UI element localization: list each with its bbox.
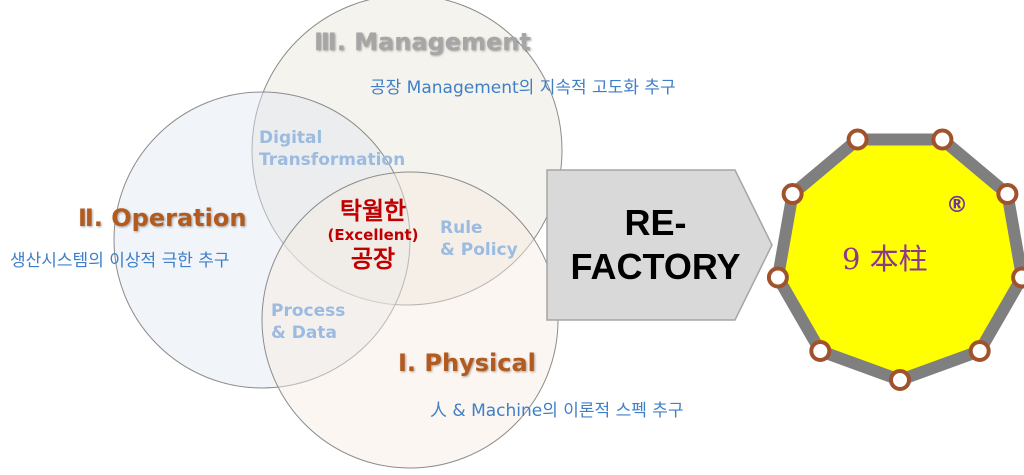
center-label: 탁월한 (Excellent) 공장 xyxy=(318,196,428,274)
management-circle xyxy=(251,0,563,306)
refactory-label: RE- FACTORY xyxy=(553,201,758,289)
operation-title: Ⅱ. Operation xyxy=(78,204,247,232)
nine-pillars-badge-shape xyxy=(771,133,1024,386)
overlap-digital-transformation: Digital Transformation xyxy=(259,127,405,171)
management-description: 공장 Management의 지속적 고도화 추구 xyxy=(370,78,676,98)
refactory-line2: FACTORY xyxy=(570,246,741,287)
operation-description: 생산시스템의 이상적 극한 추구 xyxy=(10,251,230,271)
overlap-rule-line2: & Policy xyxy=(440,240,518,260)
overlap-process-data: Process & Data xyxy=(271,300,345,344)
refactory-arrow xyxy=(546,169,773,321)
pillar-node-4 xyxy=(1011,266,1024,289)
overlap-digital-line2: Transformation xyxy=(259,150,406,170)
overlap-process-line1: Process xyxy=(271,301,346,321)
pillar-node-6 xyxy=(889,369,911,391)
nine-pillars-label: 9 本柱 xyxy=(842,242,928,276)
pillar-nodes xyxy=(766,128,1024,391)
pillar-node-9 xyxy=(781,183,804,205)
overlap-rule-policy: Rule & Policy xyxy=(440,217,518,261)
registered-mark: ® xyxy=(946,193,968,218)
pillar-node-8 xyxy=(766,266,789,289)
center-line3: 공장 xyxy=(350,245,396,273)
overlap-process-line2: & Data xyxy=(271,323,337,343)
refactory-line1: RE- xyxy=(624,202,687,243)
pillar-node-3 xyxy=(996,183,1019,205)
pillar-node-2 xyxy=(931,128,954,151)
operation-circle xyxy=(113,91,411,389)
center-line1: 탁월한 xyxy=(339,197,407,225)
pillar-node-1 xyxy=(846,128,869,151)
pillar-node-7 xyxy=(809,340,832,362)
pillar-node-5 xyxy=(968,340,991,362)
management-title: Ⅲ. Management xyxy=(314,28,531,56)
physical-description: 人 & Machine의 이론적 스펙 추구 xyxy=(430,401,684,421)
physical-title: Ⅰ. Physical xyxy=(398,349,536,377)
overlap-rule-line1: Rule xyxy=(440,218,483,238)
center-line2: (Excellent) xyxy=(327,226,419,244)
overlap-digital-line1: Digital xyxy=(259,128,323,148)
